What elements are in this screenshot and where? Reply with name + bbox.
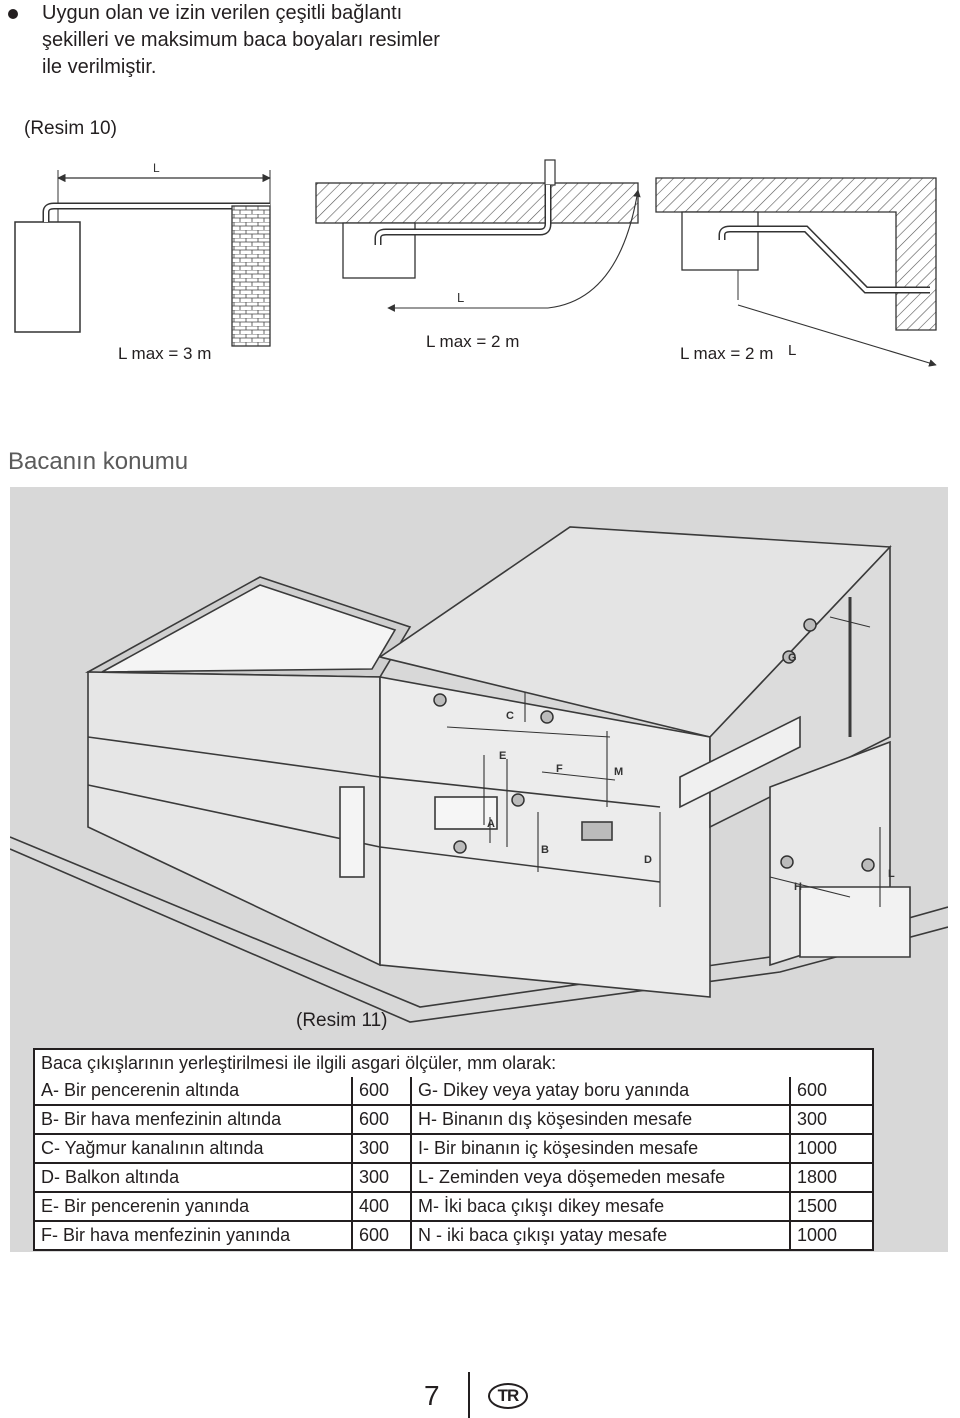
row-left-label: E- Bir pencerenin yanında (33, 1191, 353, 1222)
letter-g: G (788, 652, 797, 664)
boiler-1 (14, 221, 81, 333)
row-right-label: H- Binanın dış köşesinden mesafe (410, 1104, 791, 1135)
row-right-value: 1500 (789, 1191, 874, 1222)
table-header: Baca çıkışlarının yerleştirilmesi ile il… (33, 1048, 874, 1077)
row-left-label: F- Bir hava menfezinin yanında (33, 1220, 353, 1251)
lmax-dimension-letter: L (788, 342, 797, 359)
figure11-caption: (Resim 11) (296, 1010, 388, 1031)
language-badge: TR (488, 1383, 528, 1409)
row-right-label: I- Bir binanın iç köşesinden mesafe (410, 1133, 791, 1164)
diagram-1: L (14, 161, 271, 347)
boiler-3 (681, 211, 759, 271)
table-row: B- Bir hava menfezinin altında 600 H- Bi… (33, 1104, 874, 1135)
section-heading: Bacanın konumu (8, 448, 189, 475)
chimney-wall (231, 205, 271, 347)
svg-text:L: L (153, 161, 160, 175)
letter-a: A (487, 818, 495, 830)
letter-h: H (794, 881, 802, 893)
figure10-caption: (Resim 10) (24, 118, 117, 139)
letter-l: L (888, 868, 895, 880)
lmax-label-2: L max = 2 m (426, 332, 520, 351)
row-right-value: 600 (789, 1077, 874, 1106)
lmax-label-1: L max = 3 m (118, 344, 212, 363)
table-row: F- Bir hava menfezinin yanında 600 N - i… (33, 1220, 874, 1251)
row-right-value: 300 (789, 1104, 874, 1135)
row-left-label: B- Bir hava menfezinin altında (33, 1104, 353, 1135)
diagram-3 (655, 177, 937, 367)
row-right-label: G- Dikey veya yatay boru yanında (410, 1077, 791, 1106)
measurements-table: Baca çıkışlarının yerleştirilmesi ile il… (33, 1048, 874, 1251)
letter-b: B (541, 844, 549, 856)
intro-text: Uygun olan ve izin verilen çeşitli bağla… (42, 2, 440, 78)
table-row: E- Bir pencerenin yanında 400 M- İki bac… (33, 1191, 874, 1222)
row-left-value: 600 (351, 1104, 412, 1135)
row-right-value: 1000 (789, 1220, 874, 1251)
table-row: A- Bir pencerenin altında 600 G- Dikey v… (33, 1077, 874, 1106)
row-right-label: M- İki baca çıkışı dikey mesafe (410, 1191, 791, 1222)
svg-text:L: L (457, 290, 464, 305)
footer-divider (468, 1372, 470, 1418)
table-row: C- Yağmur kanalının altında 300 I- Bir b… (33, 1133, 874, 1164)
row-left-value: 600 (351, 1077, 412, 1106)
table-row: D- Balkon altında 300 L- Zeminden veya d… (33, 1162, 874, 1193)
diagram-2: L (315, 159, 641, 312)
row-left-value: 300 (351, 1162, 412, 1193)
row-left-value: 600 (351, 1220, 412, 1251)
letter-d: D (644, 854, 652, 866)
row-right-label: L- Zeminden veya döşemeden mesafe (410, 1162, 791, 1193)
lmax-label-3: L max = 2 m (680, 344, 774, 363)
bullet-dot-icon (8, 9, 18, 19)
row-right-value: 1800 (789, 1162, 874, 1193)
row-right-value: 1000 (789, 1133, 874, 1164)
letter-f: F (556, 763, 563, 775)
row-left-label: A- Bir pencerenin altında (33, 1077, 353, 1106)
row-right-label: N - iki baca çıkışı yatay mesafe (410, 1220, 791, 1251)
figure10-diagram: L L (14, 159, 937, 367)
row-left-value: 300 (351, 1133, 412, 1164)
row-left-label: D- Balkon altında (33, 1162, 353, 1193)
letter-e: E (499, 750, 506, 762)
page-number: 7 (424, 1380, 440, 1411)
row-left-value: 400 (351, 1191, 412, 1222)
letter-m: M (614, 766, 623, 778)
row-left-label: C- Yağmur kanalının altında (33, 1133, 353, 1164)
letter-c: C (506, 710, 514, 722)
